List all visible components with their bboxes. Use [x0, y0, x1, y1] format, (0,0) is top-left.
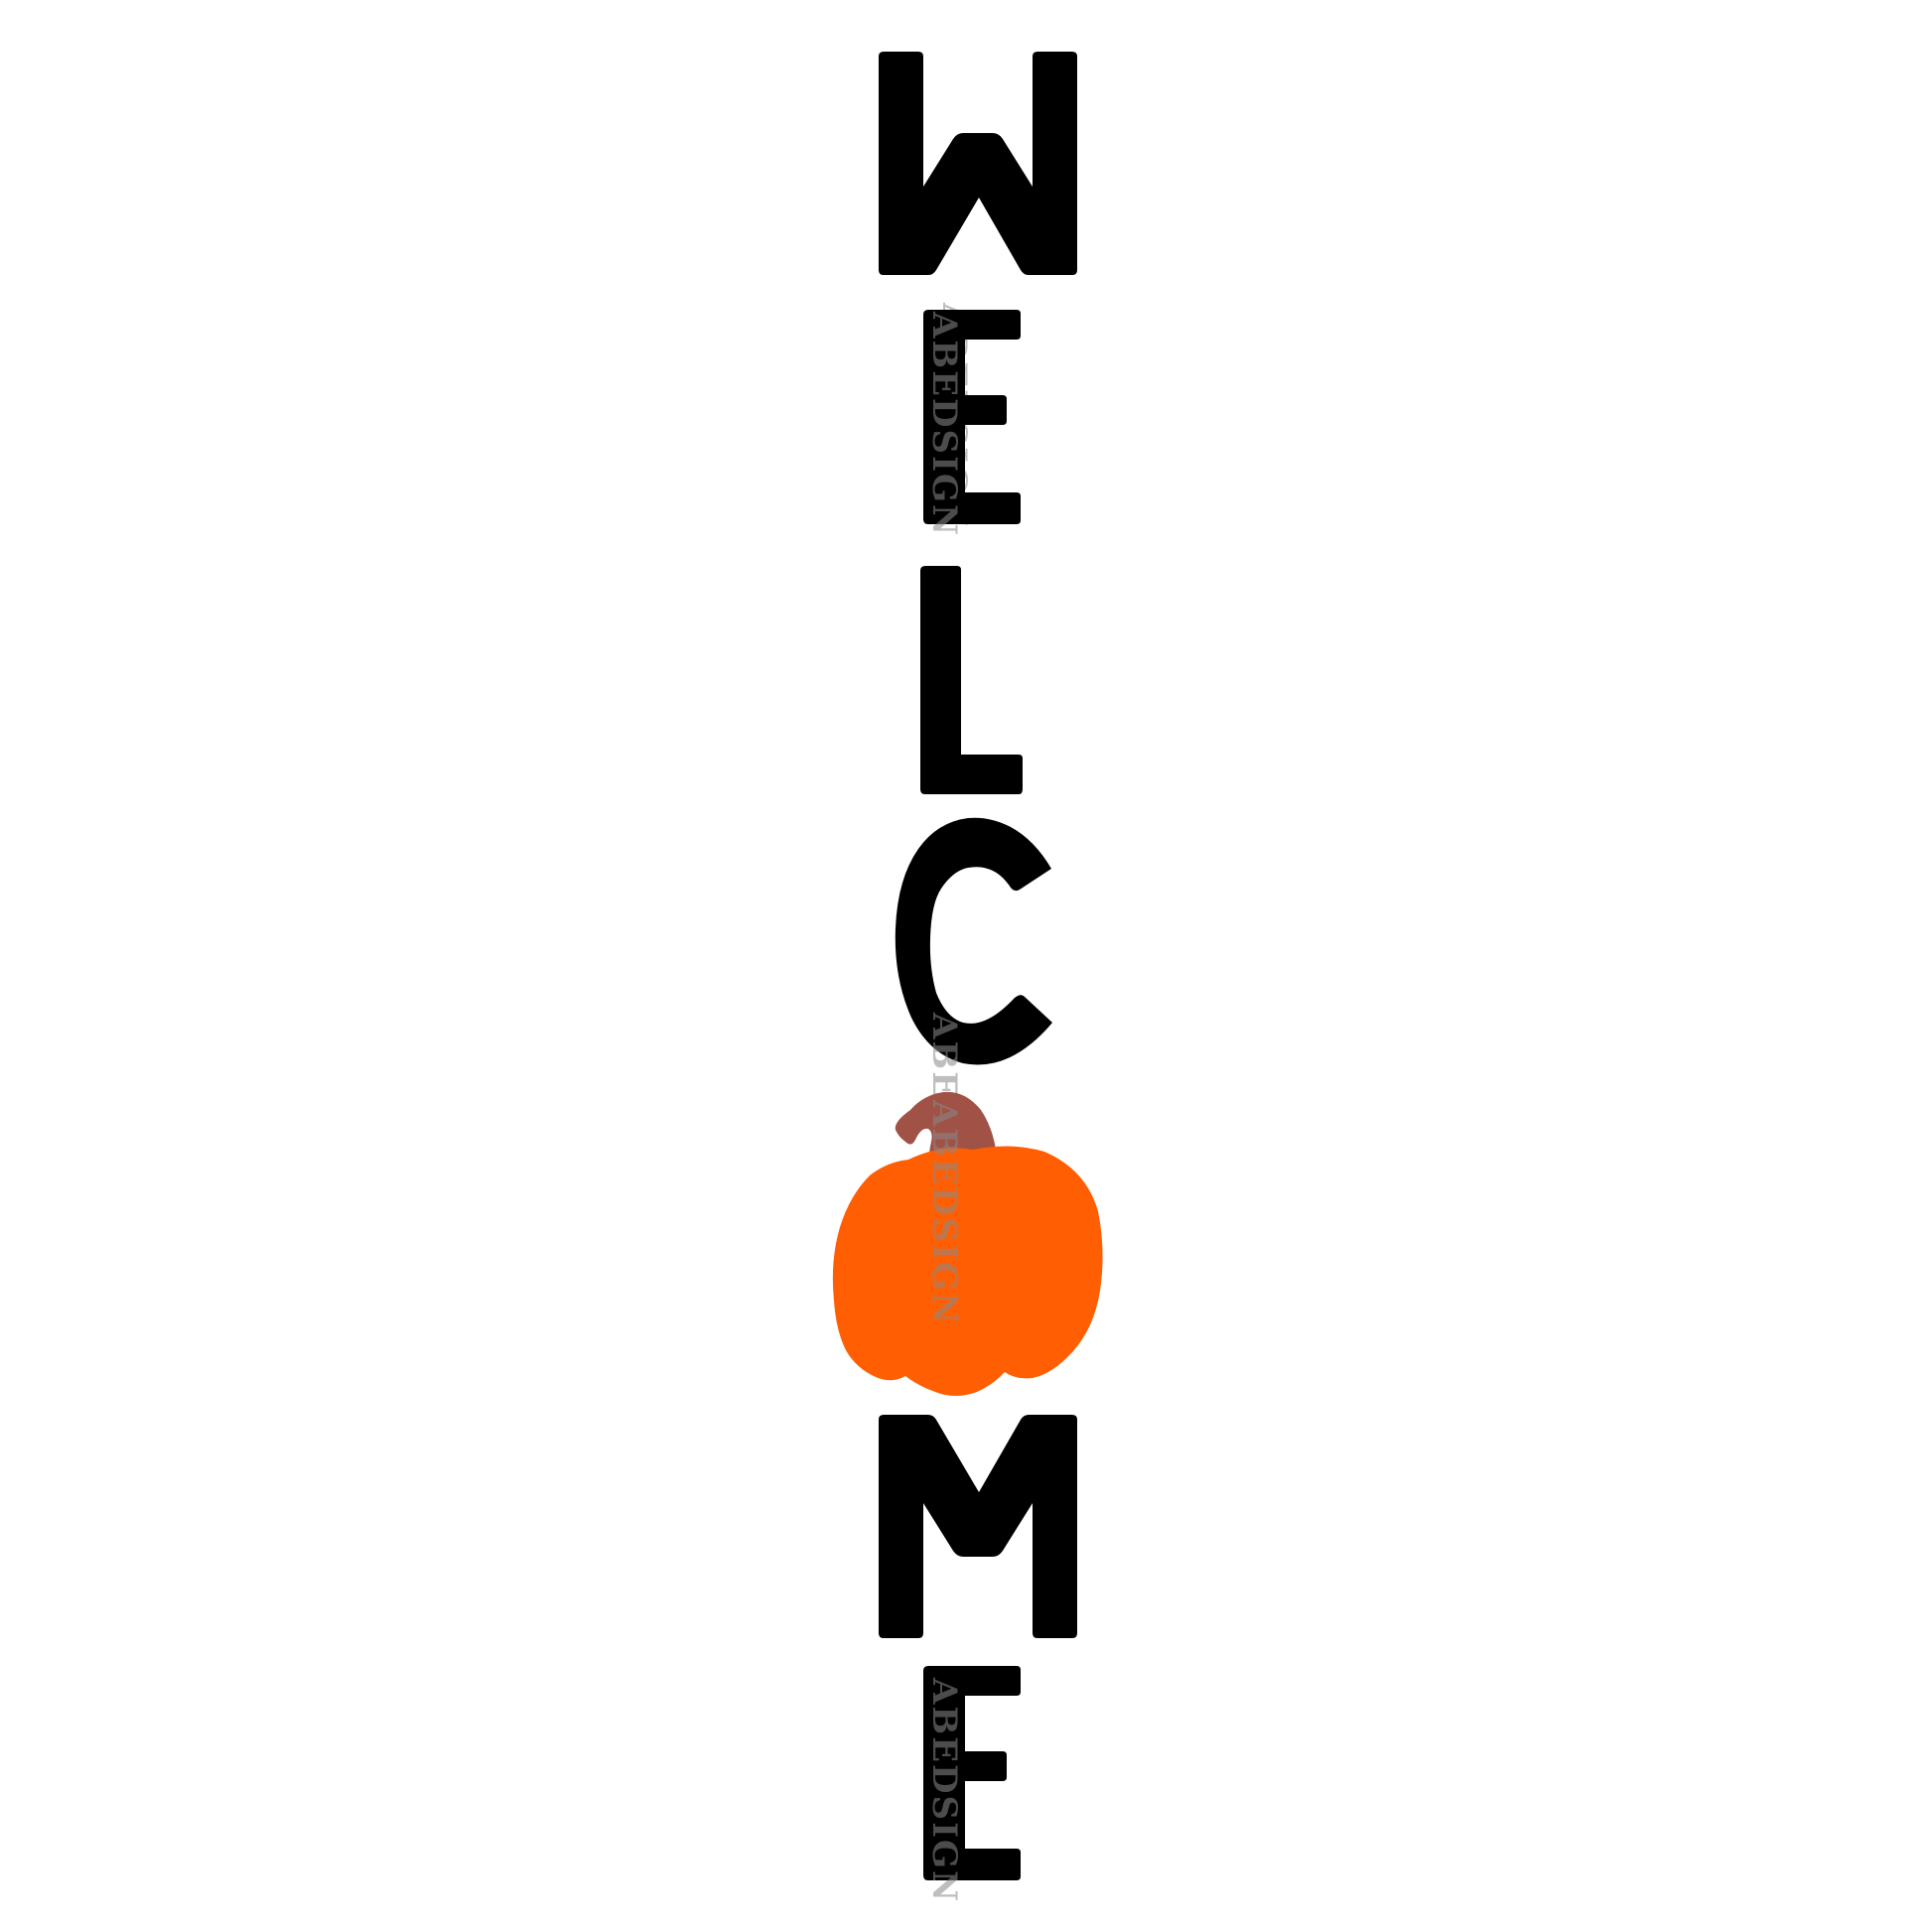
pumpkin-stem [895, 1091, 998, 1167]
letter-e-last [923, 1666, 1021, 1880]
letter-w [879, 52, 1077, 275]
pumpkin-icon [832, 1091, 1103, 1396]
letter-l [920, 566, 1023, 794]
pumpkin-body [832, 1146, 1103, 1396]
watermark-pumpkin: ABEDSIGN [924, 1099, 964, 1325]
letter-c [895, 817, 1052, 1065]
letter-m [879, 1415, 1077, 1638]
watermark-e-last: ABEDSIGN [924, 1677, 964, 1903]
letter-e-first [923, 310, 1021, 524]
watermark-e-first: ABEDSIGN [924, 311, 964, 537]
